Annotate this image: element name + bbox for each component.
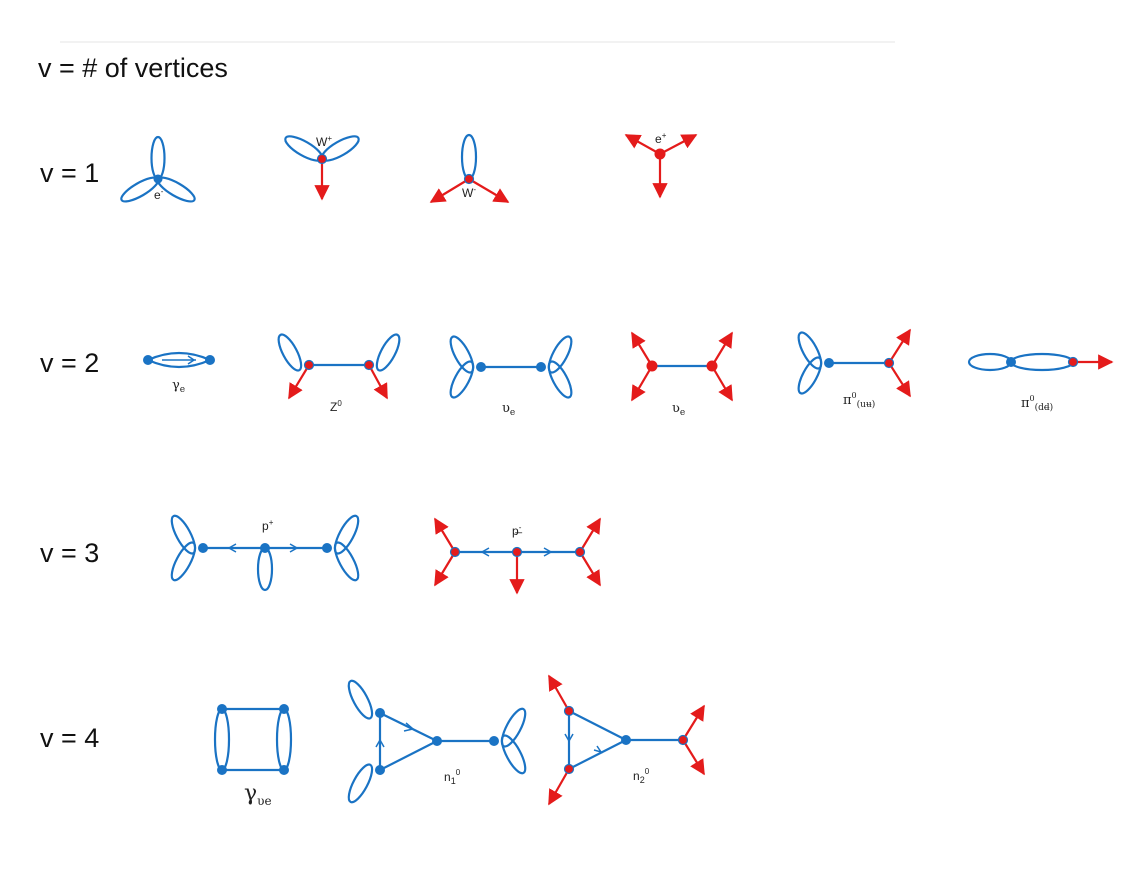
label-n2: n20	[633, 767, 650, 785]
row-label-v4: v = 4	[40, 723, 99, 753]
label-z0: Z0	[330, 399, 342, 414]
label-w-minus: W-	[462, 185, 476, 200]
graph-neutrino-e	[449, 335, 573, 399]
row-label-v3: v = 3	[40, 538, 99, 568]
label-pi0-dd: π0(dd̶)	[1021, 394, 1053, 413]
label-proton: p+	[262, 518, 274, 533]
graph-photon-nu	[213, 704, 293, 775]
graph-n1	[347, 679, 527, 804]
label-antiproton: p̶-	[512, 523, 523, 538]
heading: v = # of vertices	[38, 53, 228, 83]
graph-electron	[120, 135, 196, 203]
label-pi0-uu: π0(uu̶)	[843, 391, 875, 410]
label-positron: e+	[655, 131, 667, 146]
label-photon-e: γe	[172, 378, 185, 395]
graph-w-minus	[429, 133, 510, 203]
graph-z0	[277, 333, 401, 400]
graph-pi0-uu	[797, 328, 911, 398]
label-w-plus: W+	[316, 134, 332, 149]
label-photon-nu: γυe	[244, 781, 272, 808]
graph-antineutrino-e	[631, 331, 733, 402]
label-n1: n10	[444, 768, 461, 786]
graph-proton	[170, 514, 360, 592]
graph-pi0-dd	[967, 352, 1114, 372]
label-antineutrino-e: ʋe	[672, 401, 685, 418]
row-label-v1: v = 1	[40, 158, 99, 188]
graph-positron	[624, 134, 698, 199]
graph-photon-e	[143, 351, 215, 369]
graph-antiproton	[434, 517, 601, 595]
label-neutrino-e: υe	[502, 401, 515, 418]
graph-n2	[548, 674, 705, 806]
label-electron: e-	[154, 187, 164, 202]
graph-w-plus	[284, 135, 360, 201]
row-label-v2: v = 2	[40, 348, 99, 378]
